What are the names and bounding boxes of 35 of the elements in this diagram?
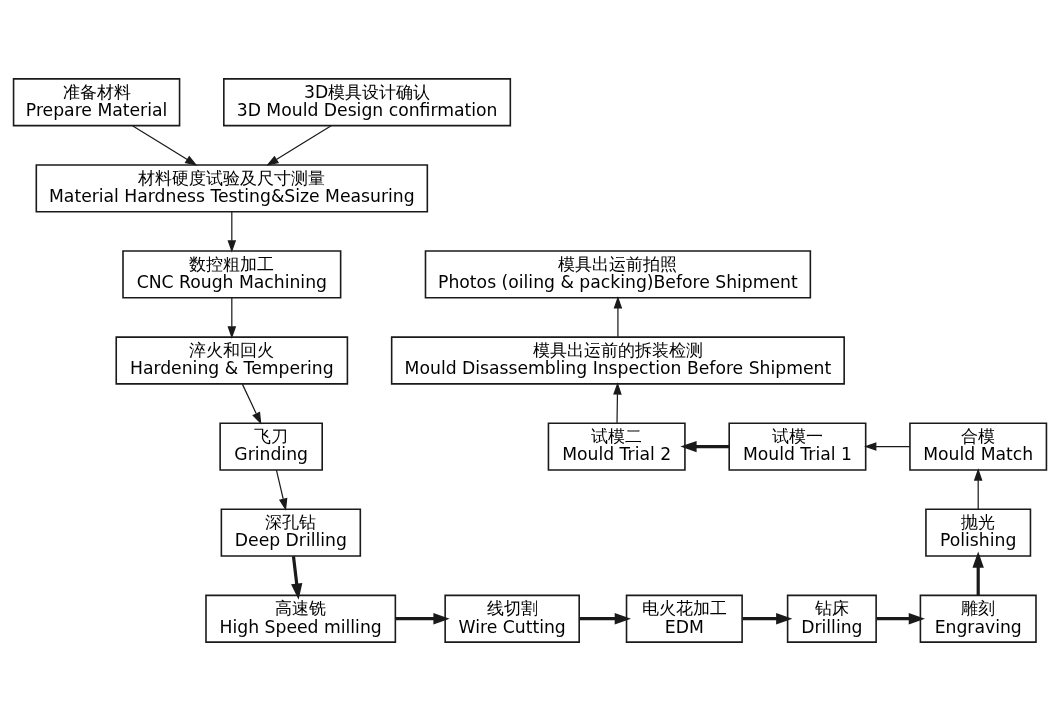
arrow [876, 612, 925, 624]
node-box: 准备材料 Prepare Material [12, 77, 181, 126]
arrow [227, 296, 237, 339]
node-box: 试模一 Mould Trial 1 [728, 421, 867, 471]
arrow [275, 469, 288, 511]
node-box: 模具出运前拍照 Photos (oiling & packing)Before Shipment [424, 249, 812, 299]
arrow [973, 467, 983, 510]
node-box: 抛光 Polishing [925, 507, 1032, 557]
node-box: 高速铣 High Speed milling [205, 594, 397, 643]
arrow [131, 124, 198, 166]
arrow [227, 210, 237, 253]
node-box: 材料硬度试验及尺寸测量 Material Hardness Testing&Size Measuring [35, 163, 429, 212]
arrow [972, 550, 984, 595]
node-box: 钻床 Drilling [786, 594, 877, 643]
arrow [613, 381, 622, 423]
node-box: 雕刻 Engraving [919, 594, 1037, 643]
node-box: 试模二 Mould Trial 2 [547, 421, 686, 471]
arrow [266, 124, 332, 166]
node-box: 淬火和回火 Hardening & Tempering [115, 335, 349, 385]
arrow [680, 440, 730, 452]
arrow [395, 612, 450, 624]
node-box: 合模 Mould Match [909, 421, 1048, 471]
node-box: 电火花加工 EDM [625, 594, 743, 643]
node-box: 线切割 Wire Cutting [444, 594, 580, 643]
node-box: 飞刀 Grinding [219, 421, 323, 471]
arrow [579, 612, 631, 624]
node-box: 深孔钻 Deep Drilling [220, 507, 362, 557]
arrow [241, 383, 262, 425]
arrow [742, 612, 793, 624]
arrow [613, 295, 623, 337]
node-box: 3D模具设计确认 3D Mould Design confirmation [223, 77, 512, 126]
arrow [864, 441, 911, 451]
arrow [291, 555, 303, 600]
node-box: 数控粗加工 CNC Rough Machining [122, 249, 342, 299]
node-box: 模具出运前的拆装检测 Mould Disassembling Inspection Before Shipment [390, 335, 845, 385]
